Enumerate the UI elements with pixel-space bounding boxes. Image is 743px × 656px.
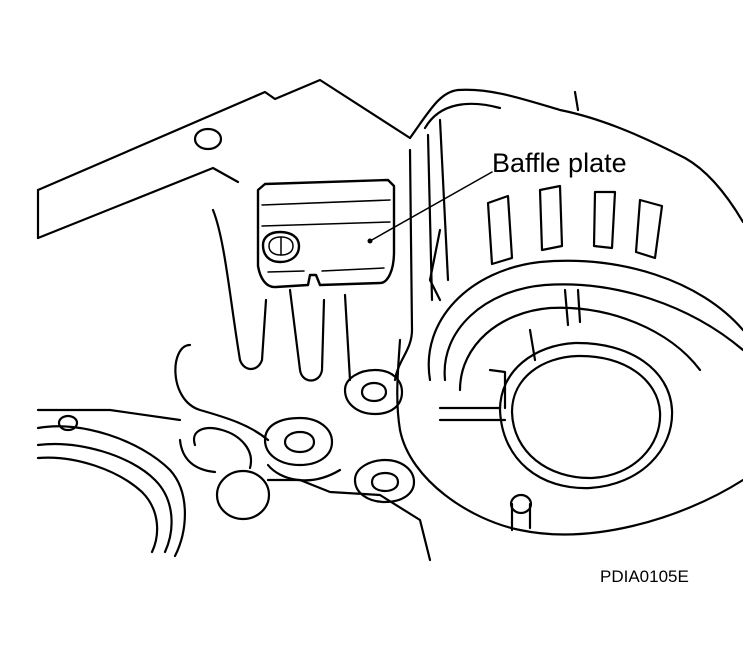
left-housing-bore (36, 408, 186, 558)
case-ribs (174, 118, 450, 442)
case-upper-right-outline (408, 88, 743, 224)
baffle-plate-bolt (261, 230, 301, 264)
lower-lugs (178, 368, 432, 562)
right-housing-bore (398, 259, 743, 536)
figure-code: PDIA0105E (600, 567, 689, 586)
leader-dot (367, 238, 373, 244)
callout-leader (367, 171, 493, 244)
baffle-plate-label: Baffle plate (492, 148, 627, 178)
case-upper-flange (36, 78, 412, 240)
housing-slots (486, 184, 664, 266)
